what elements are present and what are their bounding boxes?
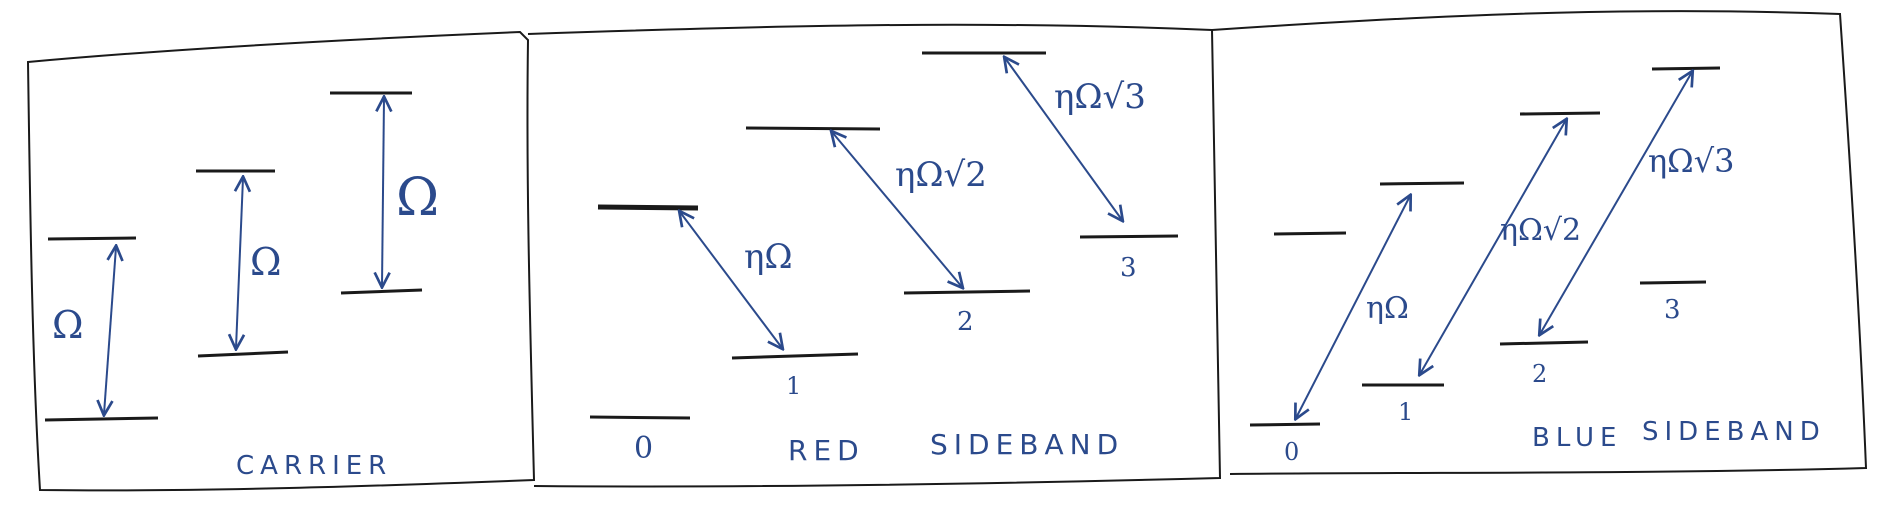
carrier-panel: Ω Ω Ω CARRIER <box>44 91 439 481</box>
carrier-transition-arrow <box>382 98 384 286</box>
blue-level-0-ground <box>1249 422 1321 427</box>
red-coupling-label: ηΩ <box>744 237 793 277</box>
blue-level-2-ground <box>1499 340 1589 346</box>
blue-coupling-label: ηΩ <box>1366 291 1409 326</box>
red-level-number: 3 <box>1120 253 1137 283</box>
red-sideband-caption: RED <box>788 434 865 467</box>
red-level-number: 1 <box>786 372 801 400</box>
blue-sideband-caption: SIDEBAND <box>1642 417 1826 447</box>
red-level-0-excited <box>597 204 699 211</box>
blue-level-number: 0 <box>1284 438 1299 466</box>
red-coupling-label: ηΩ√2 <box>895 155 987 195</box>
blue-level-0-excited <box>1273 231 1347 236</box>
red-level-number: 0 <box>634 431 653 466</box>
red-level-1-excited <box>745 126 881 131</box>
carrier-rabi-label: Ω <box>396 168 439 228</box>
carrier-transition-arrow <box>104 247 116 414</box>
blue-level-number: 1 <box>1398 398 1413 426</box>
red-level-2-ground <box>903 289 1031 295</box>
blue-coupling-label: ηΩ√2 <box>1500 213 1581 248</box>
blue-sideband-caption: BLUE <box>1532 423 1623 453</box>
red-level-number: 2 <box>957 307 974 337</box>
red-sideband-panel-frame <box>527 23 1222 488</box>
carrier-panel-frame <box>26 30 536 492</box>
red-sideband-caption: SIDEBAND <box>930 428 1124 461</box>
blue-sideband-arrow <box>1296 196 1410 418</box>
red-level-3-ground <box>1079 234 1179 239</box>
carrier-level-upper <box>47 236 137 241</box>
blue-level-number: 3 <box>1664 295 1681 325</box>
blue-sideband-panel: ηΩ ηΩ√2 ηΩ√3 0 1 2 3 BLUE SIDEBAND <box>1249 66 1826 466</box>
blue-level-3-excited <box>1651 66 1721 71</box>
blue-level-1-excited <box>1379 181 1465 186</box>
red-sideband-arrow <box>832 132 962 287</box>
blue-level-number: 2 <box>1532 360 1547 388</box>
carrier-caption: CARRIER <box>236 451 392 481</box>
red-coupling-label: ηΩ√3 <box>1054 77 1146 117</box>
blue-sideband-arrow <box>1540 72 1692 334</box>
blue-sideband-panel-frame <box>1211 10 1868 475</box>
blue-level-3-ground <box>1639 280 1707 285</box>
red-sideband-panel: ηΩ ηΩ√2 ηΩ√3 0 1 2 3 RED SIDEBAND <box>589 51 1179 467</box>
carrier-level-lower <box>340 288 423 295</box>
carrier-level-lower <box>197 350 289 358</box>
blue-coupling-label: ηΩ√3 <box>1648 142 1734 180</box>
red-sideband-arrow <box>1005 58 1122 220</box>
carrier-rabi-label: Ω <box>250 240 282 284</box>
blue-level-2-excited <box>1519 111 1601 116</box>
carrier-transition-arrow <box>236 178 243 348</box>
red-level-1-ground <box>731 352 859 360</box>
red-level-0-ground <box>589 415 691 420</box>
carrier-rabi-label: Ω <box>52 303 84 347</box>
red-sideband-arrow <box>680 212 782 348</box>
carrier-level-lower <box>44 416 159 422</box>
